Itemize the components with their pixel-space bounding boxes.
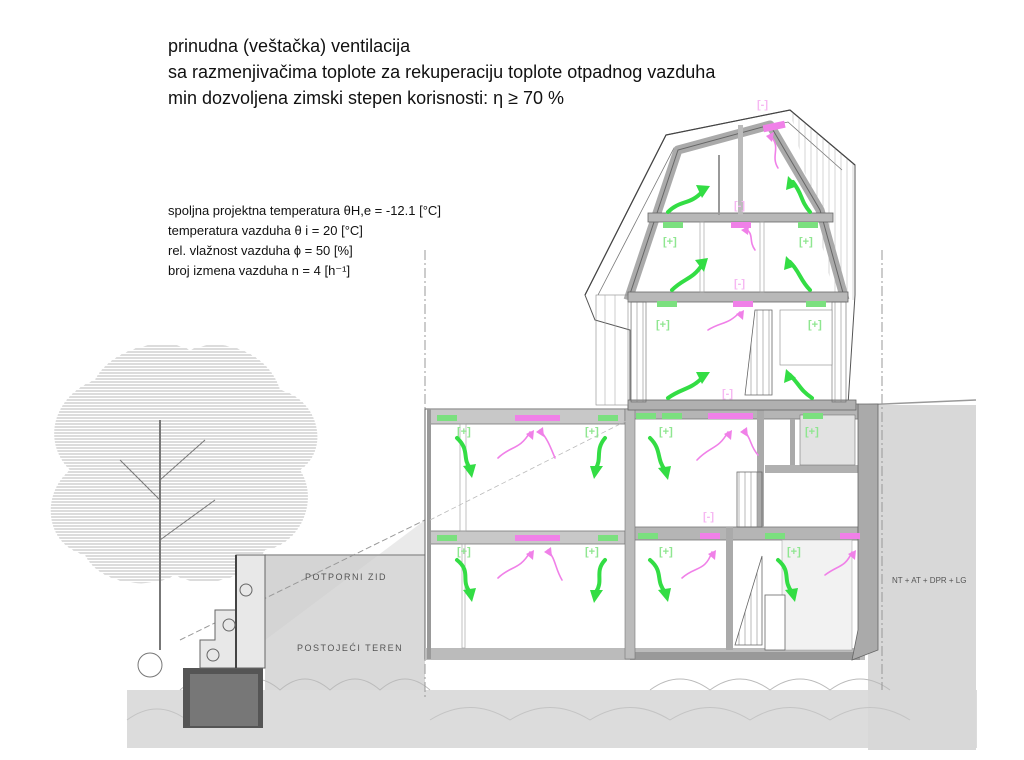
supply-duct <box>662 413 682 419</box>
supply-label: [+] <box>656 319 670 331</box>
exhaust-label: [-] <box>734 200 745 212</box>
label-neighbour: NT + AT + DPR + LG <box>892 576 966 585</box>
supply-duct <box>598 535 618 541</box>
exhaust-label: [-] <box>703 511 714 523</box>
building-upper <box>584 109 857 411</box>
supply-label: [+] <box>659 426 673 438</box>
supply-duct <box>803 413 823 419</box>
exhaust-duct <box>733 301 753 307</box>
supply-label: [+] <box>585 546 599 558</box>
supply-arrow <box>666 376 704 400</box>
supply-duct <box>638 533 658 539</box>
title-line-2: sa razmenjivačima toplote za rekuperacij… <box>168 62 716 82</box>
supply-arrow <box>455 558 472 594</box>
supply-duct <box>437 415 457 421</box>
exhaust-duct <box>762 120 786 133</box>
exhaust-duct <box>700 533 720 539</box>
exhaust-duct <box>515 415 560 421</box>
exhaust-label: [-] <box>722 388 733 400</box>
supply-label: [+] <box>805 426 819 438</box>
exhaust-label: [-] <box>757 99 768 111</box>
supply-arrow <box>594 436 607 470</box>
supply-duct <box>663 222 683 228</box>
exhaust-arrow <box>681 551 713 579</box>
supply-duct <box>657 301 677 307</box>
supply-label: [+] <box>663 236 677 248</box>
tree-illustration <box>50 344 318 678</box>
exhaust-label: [-] <box>734 278 745 290</box>
param-indoor-temperature: temperatura vazduha θ i = 20 [°C] <box>168 223 363 238</box>
exhaust-duct <box>840 533 860 539</box>
supply-duct <box>765 533 785 539</box>
airflow-arrows <box>455 132 856 603</box>
duct-markers <box>437 120 860 541</box>
exhaust-duct <box>708 413 753 419</box>
supply-duct <box>598 415 618 421</box>
exhaust-arrow <box>696 431 729 461</box>
exhaust-duct <box>731 222 751 228</box>
terrain <box>126 399 977 750</box>
supply-label: [+] <box>799 236 813 248</box>
supply-label: [+] <box>808 319 822 331</box>
supply-duct <box>806 301 826 307</box>
exhaust-arrow <box>497 551 531 579</box>
supply-arrow <box>648 558 667 594</box>
label-existing-terrain: POSTOJEĆI TEREN <box>297 643 403 653</box>
supply-label: [+] <box>457 426 471 438</box>
param-outdoor-temperature: spoljna projektna temperatura θH,e = -12… <box>168 203 441 218</box>
supply-label: [+] <box>585 426 599 438</box>
exhaust-arrow <box>497 431 531 459</box>
supply-arrow <box>648 436 667 472</box>
supply-arrow <box>666 190 704 214</box>
title-line-1: prinudna (veštačka) ventilacija <box>168 36 411 56</box>
supply-label: [+] <box>457 546 471 558</box>
label-retaining-wall: POTPORNI ZID <box>305 572 387 582</box>
supply-duct <box>798 222 818 228</box>
supply-arrow <box>776 558 794 594</box>
exhaust-duct <box>515 535 560 541</box>
param-air-changes: broj izmena vazduha n = 4 [h⁻¹] <box>168 263 351 278</box>
supply-duct <box>636 413 656 419</box>
supply-label: [+] <box>787 546 801 558</box>
title-line-3: min dozvoljena zimski stepen korisnosti:… <box>168 88 565 108</box>
supply-arrow <box>670 263 704 292</box>
supply-arrow <box>594 558 607 594</box>
marker-labels: [-] [-] [-] [-] [-] [+] [+] [+] [+] [+] … <box>457 99 822 558</box>
supply-duct <box>437 535 457 541</box>
param-relative-humidity: rel. vlažnost vazduha ϕ = 50 [%] <box>168 243 353 258</box>
supply-label: [+] <box>659 546 673 558</box>
